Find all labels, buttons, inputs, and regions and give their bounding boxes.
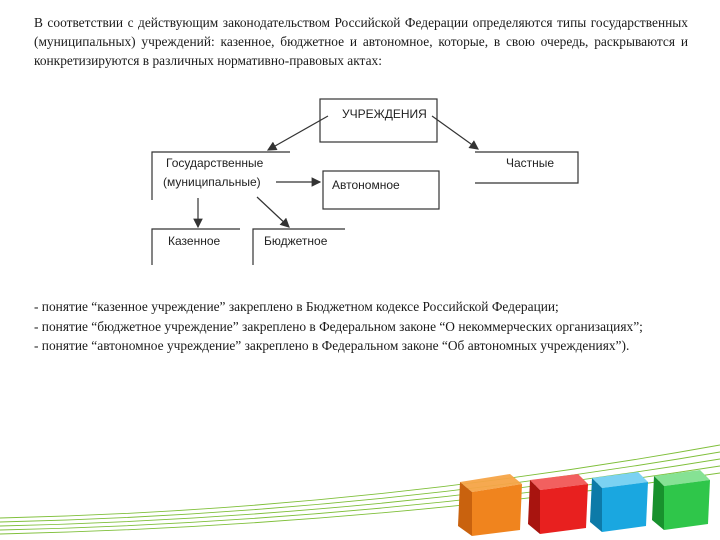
decorative-cubes <box>458 470 710 536</box>
intro-paragraph: В соответствии с действующим законодател… <box>34 15 688 68</box>
autonomous-label: Автономное <box>332 178 400 192</box>
budget-box <box>252 228 345 265</box>
note-autonomous: - понятие “автономное учреждение” закреп… <box>34 338 630 353</box>
arrow-root-to-private <box>431 115 479 150</box>
private-label: Частные <box>506 156 554 170</box>
red-cube <box>528 474 588 534</box>
state-box <box>151 151 290 200</box>
notes-block: - понятие “казенное учреждение” закрепле… <box>34 297 688 356</box>
note-budget: - понятие “бюджетное учреждение” закрепл… <box>34 318 643 334</box>
treasury-label: Казенное <box>168 234 220 248</box>
arrow-root-to-state <box>266 115 329 151</box>
budget-label: Бюджетное <box>264 234 328 248</box>
note-treasury: - понятие “казенное учреждение” закрепле… <box>34 299 559 314</box>
arrow-state-to-budget <box>256 196 290 228</box>
treasury-box <box>151 228 240 265</box>
state-label-line1: Государственные <box>166 156 264 170</box>
root-box <box>319 98 438 143</box>
root-label: УЧРЕЖДЕНИЯ <box>342 107 427 121</box>
blue-cube <box>590 472 648 532</box>
private-box <box>475 151 579 184</box>
state-label-line2: (муниципальные) <box>163 175 261 189</box>
orange-cube <box>458 474 522 536</box>
autonomous-box <box>322 170 440 210</box>
green-cube <box>652 470 710 530</box>
